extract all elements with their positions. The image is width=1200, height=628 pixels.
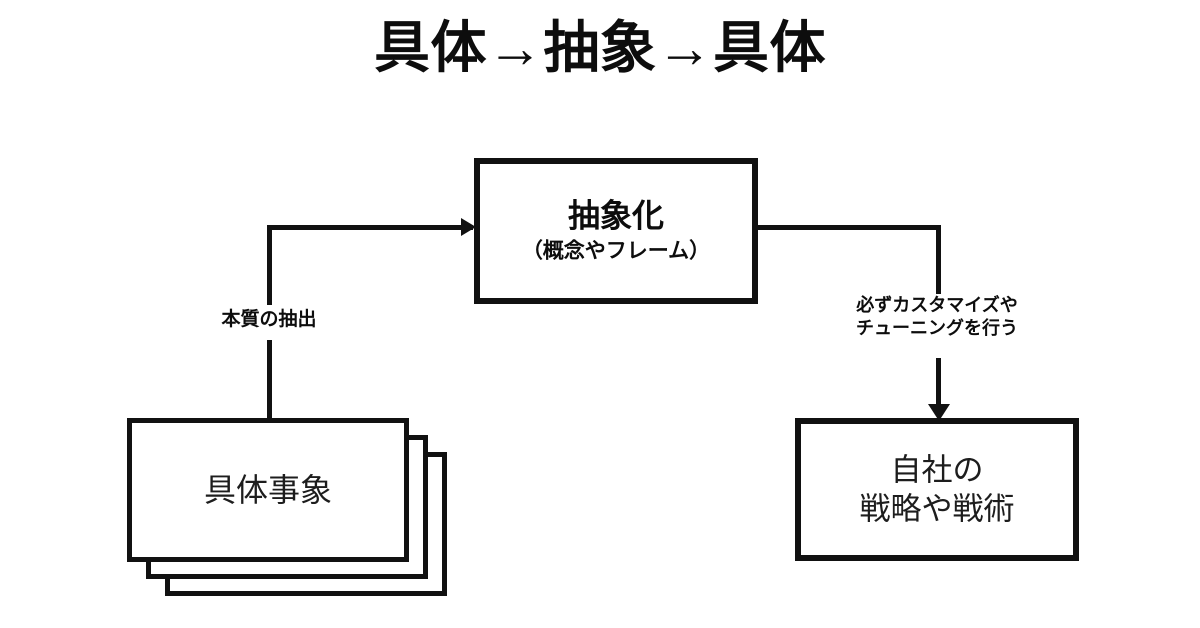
connector-extraction-horizontal [267,225,473,230]
edge-label-customization-line1: 必ずカスタマイズや [856,295,1018,315]
edge-label-customization-line2: チューニングを行う [856,317,1018,338]
edge-label-customization: 必ずカスタマイズや チューニングを行う [838,294,1036,339]
connector-extraction-vertical-lower [267,340,272,420]
page-title: 具体→抽象→具体 [374,16,826,79]
edge-label-extraction: 本質の抽出 [189,308,349,332]
connector-customization-horizontal [757,225,941,230]
node-abstraction-content: 抽象化 （概念やフレーム） [480,197,752,264]
connector-customization-vertical-lower [936,358,941,408]
node-own-strategy-line2: 戦略や戦術 [859,491,1015,527]
node-abstraction-title: 抽象化 [567,197,664,234]
connector-customization-vertical-upper [936,225,941,296]
arrowhead-right-icon [461,218,476,236]
node-own-strategy-content: 自社の 戦略や戦術 [801,450,1073,529]
node-own-strategy-line1: 自社の [890,451,984,487]
connector-extraction-vertical-upper [267,227,272,305]
node-own-strategy[interactable]: 自社の 戦略や戦術 [795,418,1079,561]
arrowhead-down-icon [928,404,950,421]
node-abstraction-subtitle: （概念やフレーム） [521,239,711,263]
node-concrete-events-label: 具体事象 [203,471,332,508]
node-concrete-events[interactable]: 具体事象 [127,418,409,562]
node-abstraction[interactable]: 抽象化 （概念やフレーム） [474,158,758,304]
